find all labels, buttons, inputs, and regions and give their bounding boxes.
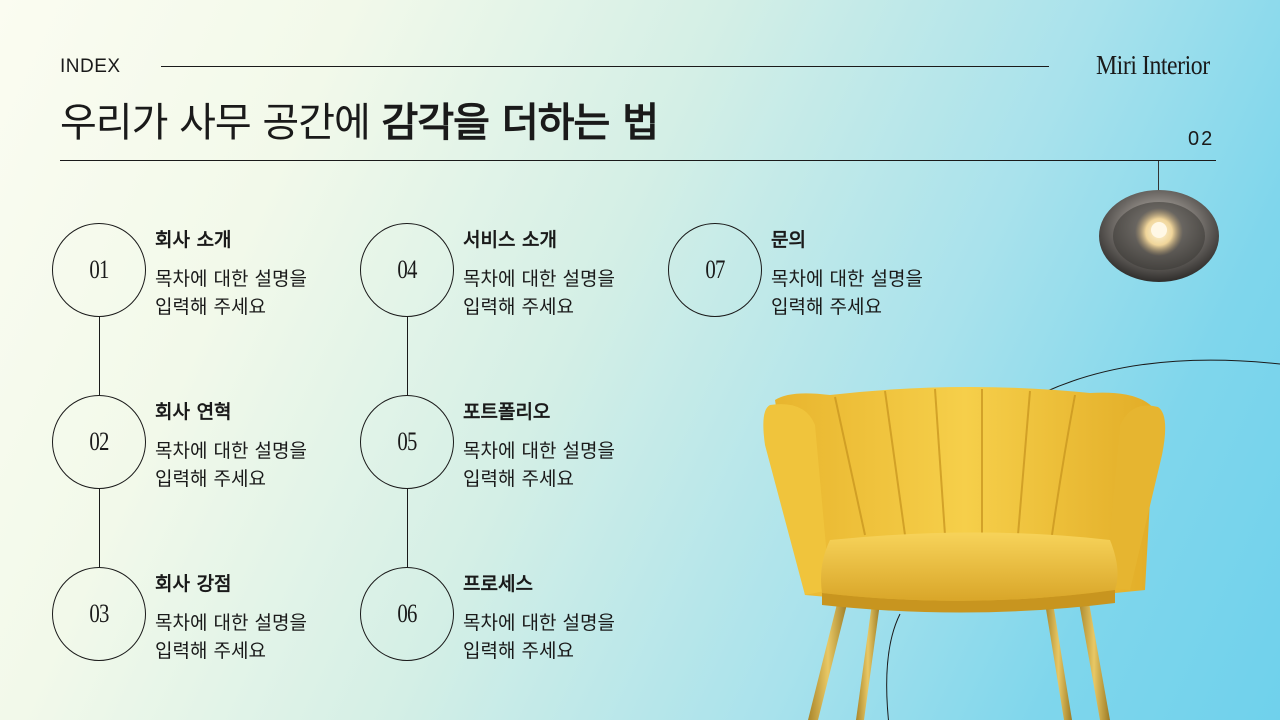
yellow-armchair-image xyxy=(763,386,1166,720)
timeline-connector xyxy=(407,317,408,395)
item-number-circle: 03 xyxy=(52,567,146,661)
page-number: 02 xyxy=(1188,128,1215,150)
item-title: 포트폴리오 xyxy=(463,401,551,423)
lamp-cord xyxy=(1158,161,1159,191)
timeline-connector xyxy=(407,489,408,567)
timeline-connector xyxy=(99,317,100,395)
pendant-lamp-image xyxy=(1099,190,1219,282)
header-rule xyxy=(161,66,1049,67)
item-number-circle: 05 xyxy=(360,395,454,489)
item-title: 서비스 소개 xyxy=(463,229,558,251)
item-title: 프로세스 xyxy=(463,573,533,595)
index-label: INDEX xyxy=(60,56,121,77)
item-title: 문의 xyxy=(771,229,806,251)
brand-logo: Miri Interior xyxy=(1096,50,1210,80)
item-number-circle: 07 xyxy=(668,223,762,317)
page-title-light: 우리가 사무 공간에 xyxy=(60,100,382,146)
item-number-circle: 02 xyxy=(52,395,146,489)
item-number-circle: 04 xyxy=(360,223,454,317)
page-title-bold: 감각을 더하는 법 xyxy=(381,100,659,146)
item-number-circle: 01 xyxy=(52,223,146,317)
timeline-connector xyxy=(99,489,100,567)
item-number-circle: 06 xyxy=(360,567,454,661)
item-title: 회사 소개 xyxy=(155,229,232,251)
page-title: 우리가 사무 공간에 감각을 더하는 법 xyxy=(60,90,659,148)
item-title: 회사 강점 xyxy=(155,573,232,595)
decorative-arc xyxy=(886,359,1280,720)
title-rule xyxy=(60,160,1216,161)
item-title: 회사 연혁 xyxy=(155,401,232,423)
